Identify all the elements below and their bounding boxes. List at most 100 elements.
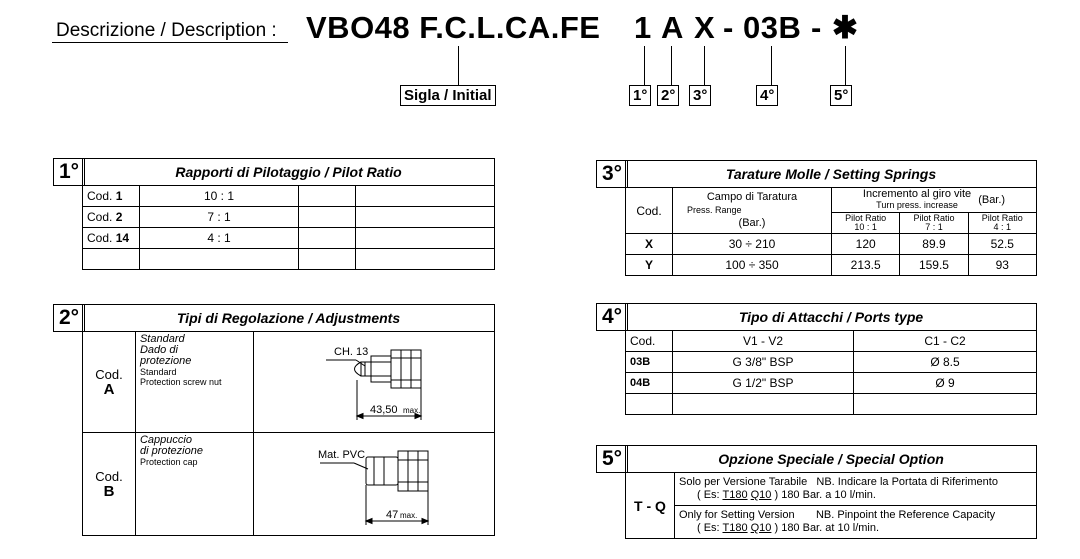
range-cell: 100 ÷ 350 [672, 254, 832, 276]
position-box-2: 2° [657, 85, 680, 106]
column-header-increment: Incremento al giro vite Turn press. incr… [831, 187, 1037, 213]
special-option-table: Opzione Speciale / Special Option T - Q … [625, 445, 1037, 539]
ratio-cell: 4 : 1 [139, 227, 299, 249]
screw-nut-drawing-icon [326, 349, 423, 420]
value-cell: 52.5 [967, 233, 1038, 255]
cod-cell: Cod. 2 [82, 206, 140, 228]
section-4-title: Tipo di Attacchi / Ports type [625, 303, 1037, 331]
section-4-number: 4° [596, 303, 628, 331]
table-row: Cod. 1 10 : 1 [82, 185, 495, 207]
empty-cell [298, 227, 356, 249]
column-header-v: V1 - V2 [672, 330, 854, 352]
section-5-title: Opzione Speciale / Special Option [625, 445, 1037, 473]
model-name: VBO48 F.C.L.CA.FE [306, 10, 601, 45]
position-box-3: 3° [689, 85, 712, 106]
option-code-cell: T - Q [625, 472, 675, 539]
cod-cell: Cod. 1 [82, 185, 140, 207]
code-sep-1: - [723, 10, 734, 45]
code-4: 03B [743, 10, 802, 45]
leader-line-5 [845, 46, 846, 86]
table-row: T - Q Solo per Versione Tarabile NB. Ind… [625, 472, 1037, 539]
adjust-b-drawing-cell: Mat. PVC 47 max. [253, 432, 495, 536]
cod-a-cell: Cod. A [82, 331, 136, 433]
section-3-number: 3° [596, 160, 628, 188]
c-cell: Ø 9 [853, 372, 1037, 394]
adjustments-table: Tipi di Regolazione / Adjustments Cod. A… [82, 304, 495, 536]
empty-cell [139, 248, 299, 270]
cod-cell: Cod. 14 [82, 227, 140, 249]
protection-cap-drawing-icon [320, 450, 430, 525]
table-row: Y 100 ÷ 350 213.5 159.5 93 [625, 254, 1038, 276]
value-cell: 159.5 [899, 254, 969, 276]
header-row: Cod. V1 - V2 C1 - C2 [625, 330, 1037, 352]
position-box-1: 1° [629, 85, 652, 106]
table-row: 03B G 3/8" BSP Ø 8.5 [625, 351, 1037, 373]
setting-springs-table: Tarature Molle / Setting Springs Cod. Ca… [625, 160, 1038, 276]
section-2-title: Tipi di Regolazione / Adjustments [82, 304, 495, 332]
table-row: Cod. 14 4 : 1 [82, 227, 495, 249]
table-row: X 30 ÷ 210 120 89.9 52.5 [625, 233, 1038, 255]
section-2-number: 2° [53, 304, 85, 332]
section-5-number: 5° [596, 445, 628, 473]
empty-cell [672, 393, 854, 415]
table-row: Only for Setting Version NB. Pinpoint th… [626, 505, 1037, 539]
empty-cell [853, 393, 1037, 415]
code-sep-2: - [811, 10, 822, 45]
description-label: Descrizione / Description : [56, 20, 277, 41]
value-cell: 93 [967, 254, 1038, 276]
cod-cell: 03B [625, 351, 673, 373]
empty-cell [355, 206, 495, 228]
empty-cell [355, 248, 495, 270]
table-row [625, 393, 1037, 415]
empty-cell [298, 206, 356, 228]
c-cell: Ø 8.5 [853, 351, 1037, 373]
empty-cell [82, 248, 140, 270]
position-box-4: 4° [756, 85, 779, 106]
empty-cell [355, 185, 495, 207]
position-box-5: 5° [830, 85, 853, 106]
empty-cell [625, 393, 673, 415]
leader-line-2 [671, 46, 672, 86]
cod-cell: 04B [625, 372, 673, 394]
table-row: Cod. 2 7 : 1 [82, 206, 495, 228]
column-header-cod: Cod. [625, 330, 673, 352]
dimension-a-unit: max. [403, 406, 421, 415]
column-header-cod: Cod. [625, 187, 673, 234]
option-text-it: Solo per Versione Tarabile NB. Indicare … [674, 472, 1037, 506]
section-1-title: Rapporti di Pilotaggio / Pilot Ratio [82, 158, 495, 186]
v-cell: G 1/2" BSP [672, 372, 854, 394]
option-text-en: Only for Setting Version NB. Pinpoint th… [674, 505, 1037, 539]
value-cell: 213.5 [830, 254, 901, 276]
leader-line-initial [458, 46, 459, 86]
callout-pvc: Mat. PVC [318, 449, 366, 461]
empty-cell [355, 227, 495, 249]
value-cell: 120 [830, 233, 901, 255]
description-underline [52, 42, 288, 43]
section-3-title: Tarature Molle / Setting Springs [625, 160, 1037, 188]
callout-ch13: CH. 13 [334, 346, 369, 358]
code-2: A [661, 10, 684, 45]
leader-line-3 [704, 46, 705, 86]
pilot-ratio-table: Rapporti di Pilotaggio / Pilot Ratio Cod… [82, 158, 495, 270]
adjust-a-drawing-cell: CH. 13 43,50 max. [253, 331, 495, 433]
cod-cell: X [625, 233, 673, 255]
dimension-a: 43,50 [370, 404, 398, 416]
ratio-cell: 7 : 1 [139, 206, 299, 228]
code-1: 1 [634, 10, 652, 45]
code-5-asterisk-icon: ✱ [832, 10, 859, 45]
ports-type-table: Tipo di Attacchi / Ports type Cod. V1 - … [625, 303, 1037, 415]
leader-line-1 [644, 46, 645, 86]
section-1-number: 1° [53, 158, 85, 186]
empty-cell [298, 248, 356, 270]
value-cell: 89.9 [899, 233, 969, 255]
column-header-c: C1 - C2 [853, 330, 1037, 352]
range-cell: 30 ÷ 210 [672, 233, 832, 255]
ratio-cell: 10 : 1 [139, 185, 299, 207]
dimension-b-unit: max. [400, 511, 418, 520]
model-code: VBO48 F.C.L.CA.FE 1 A X - 03B - ✱ [306, 10, 866, 50]
